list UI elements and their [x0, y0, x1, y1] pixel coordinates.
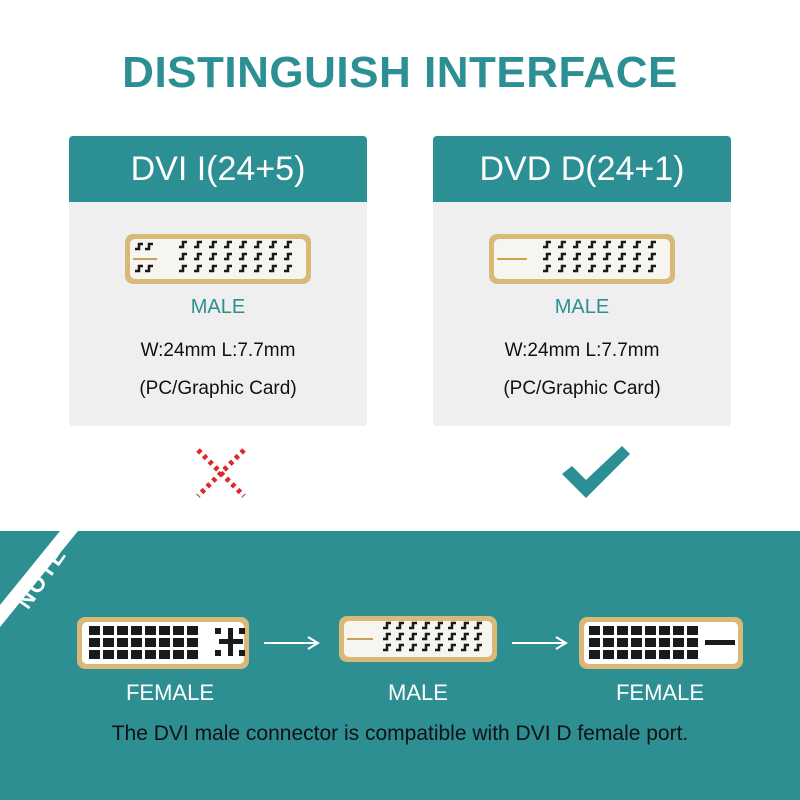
label-female: FEMALE	[615, 680, 705, 705]
card-header: DVI I(24+5)	[69, 136, 367, 202]
note-tab-icon	[0, 531, 78, 627]
card-dvi-d: DVD D(24+1) MALE W:24mm L:7.7mm (PC/Grap…	[433, 136, 731, 426]
card-usage: (PC/Graphic Card)	[503, 378, 661, 399]
label-female: FEMALE	[125, 680, 215, 705]
label-male: MALE	[388, 680, 448, 705]
card-gender-label: MALE	[554, 296, 610, 318]
dvi-d-female-connector-icon	[579, 617, 743, 669]
dvi-i-female-connector-icon	[77, 617, 249, 669]
red-cross-icon	[196, 448, 246, 498]
arrow-right-icon	[264, 636, 320, 650]
card-header: DVD D(24+1)	[433, 136, 731, 202]
card-dimensions: W:24mm L:7.7mm	[140, 340, 296, 361]
compatibility-note: The DVI male connector is compatible wit…	[111, 722, 689, 745]
page-title: DISTINGUISH INTERFACE	[122, 48, 678, 97]
dvi-d-male-connector-icon	[489, 234, 675, 284]
arrow-right-icon	[512, 636, 568, 650]
dvi-d-male-connector-icon	[339, 616, 497, 662]
dvi-i-male-connector-icon	[125, 234, 311, 284]
card-usage: (PC/Graphic Card)	[139, 378, 297, 399]
teal-check-icon	[562, 446, 630, 498]
card-dvi-i: DVI I(24+5) MALE W:24mm L:7.7mm (PC/Grap…	[69, 136, 367, 426]
card-dimensions: W:24mm L:7.7mm	[504, 340, 660, 361]
card-gender-label: MALE	[190, 296, 246, 318]
